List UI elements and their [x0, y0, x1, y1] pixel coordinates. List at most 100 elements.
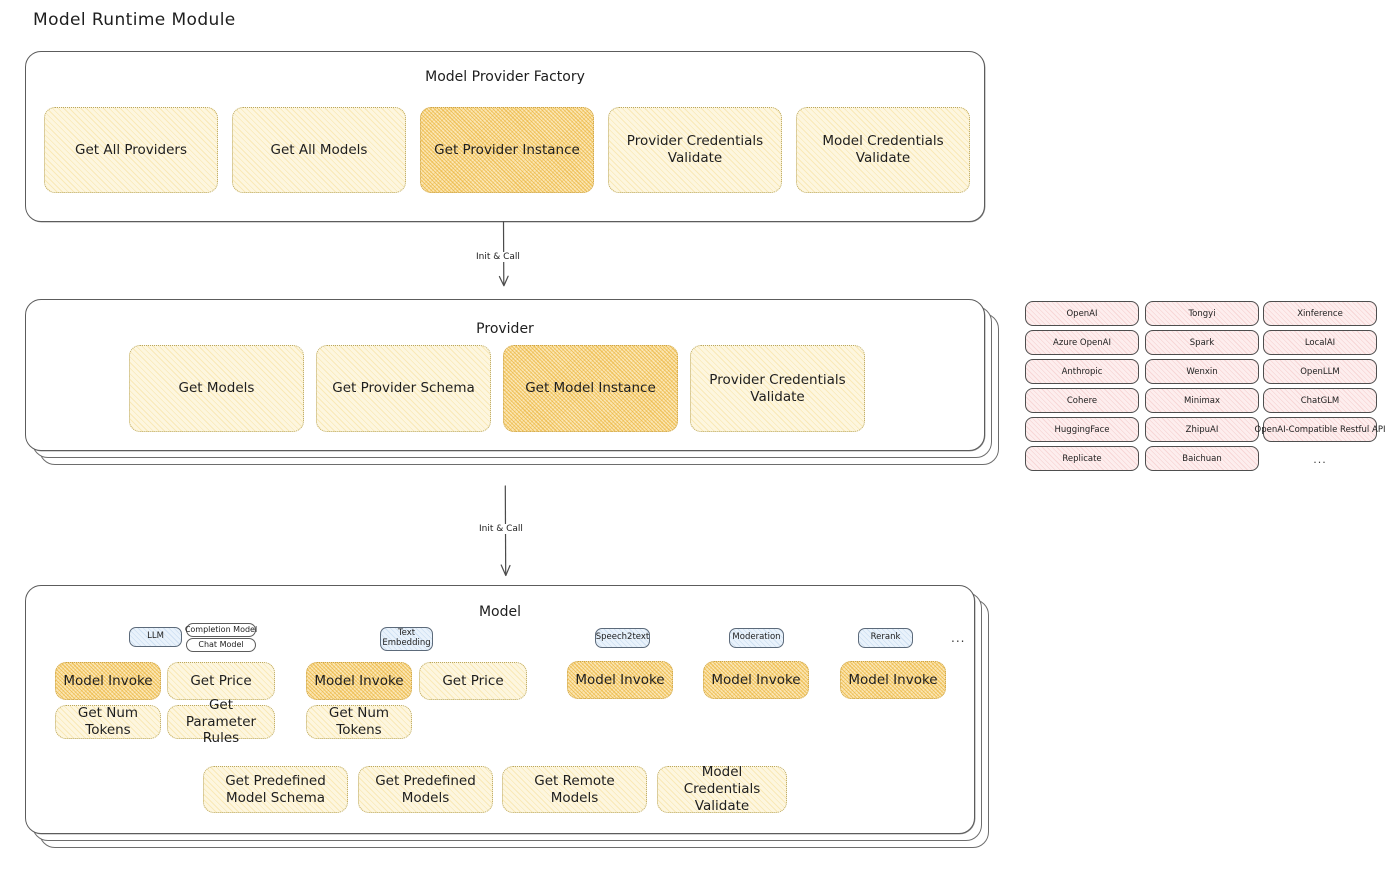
provider-chip-xinference[interactable]: Xinference: [1263, 301, 1377, 326]
chip-label: Cohere: [1066, 395, 1098, 406]
chip-label: ZhipuAI: [1185, 424, 1219, 435]
chip-label: Azure OpenAI: [1053, 337, 1111, 348]
node-get-provider-instance[interactable]: Get Provider Instance: [420, 107, 594, 193]
badge-label: Text Embedding: [382, 628, 431, 648]
provider-chip-wenxin[interactable]: Wenxin: [1145, 359, 1259, 384]
provider-chip-cohere[interactable]: Cohere: [1025, 388, 1139, 413]
node-get-all-providers[interactable]: Get All Providers: [44, 107, 218, 193]
chip-label: Xinference: [1297, 308, 1343, 319]
badge-label: Speech2text: [595, 632, 650, 643]
model-type-badge-llm[interactable]: LLM: [129, 627, 182, 647]
chip-label: LocalAI: [1304, 337, 1336, 348]
chip-label: Spark: [1189, 337, 1215, 348]
node-get-provider-schema[interactable]: Get Provider Schema: [316, 345, 491, 432]
chip-label: Anthropic: [1061, 366, 1103, 377]
page-title: Model Runtime Module: [33, 10, 236, 30]
model-types-ellipsis: ...: [951, 631, 966, 645]
model-type-badge-speech2text[interactable]: Speech2text: [595, 628, 650, 648]
node-label: Model Invoke: [314, 672, 404, 689]
node-label: Model Invoke: [848, 671, 938, 688]
node-get-model-instance[interactable]: Get Model Instance: [503, 345, 678, 432]
badge-label: LLM: [147, 631, 164, 642]
node-label: Model Credentials Validate: [822, 133, 944, 166]
chip-label: Baichuan: [1182, 453, 1222, 464]
node-label: Get All Models: [270, 141, 368, 158]
panel-title-model: Model: [478, 604, 522, 620]
node-llm-get-parameter-rules[interactable]: Get Parameter Rules: [167, 697, 275, 746]
node-label: Provider Credentials Validate: [626, 133, 764, 166]
node-get-all-models[interactable]: Get All Models: [232, 107, 406, 193]
chip-label: Replicate: [1062, 453, 1102, 464]
provider-chip-openai[interactable]: OpenAI: [1025, 301, 1139, 326]
node-label: Get Price: [442, 672, 504, 689]
arrow-label-init-and-call-2: Init & Call: [477, 524, 525, 534]
llm-sub-badge-chat-model[interactable]: Chat Model: [186, 638, 256, 652]
node-label: Get Num Tokens: [77, 705, 139, 738]
node-text-embedding-get-price[interactable]: Get Price: [419, 662, 527, 700]
node-label: Provider Credentials Validate: [709, 371, 846, 405]
node-speech2text-model-invoke[interactable]: Model Invoke: [567, 661, 673, 699]
node-label: Get All Providers: [75, 141, 187, 158]
badge-label: Moderation: [732, 632, 781, 643]
provider-chip-baichuan[interactable]: Baichuan: [1145, 446, 1259, 471]
panel-title-provider: Provider: [476, 321, 534, 337]
provider-chip-huggingface[interactable]: HuggingFace: [1025, 417, 1139, 442]
node-label: Model Invoke: [711, 671, 801, 688]
arrow-label-init-and-call-1: Init & Call: [474, 252, 522, 262]
badge-label: Chat Model: [198, 639, 244, 649]
node-label: Get Models: [178, 380, 255, 397]
node-get-models[interactable]: Get Models: [129, 345, 304, 432]
node-label: Get Model Instance: [525, 380, 656, 397]
provider-chip-spark[interactable]: Spark: [1145, 330, 1259, 355]
node-get-remote-models[interactable]: Get Remote Models: [502, 766, 647, 813]
provider-chip-minimax[interactable]: Minimax: [1145, 388, 1259, 413]
node-rerank-model-invoke[interactable]: Model Invoke: [840, 661, 946, 699]
node-get-predefined-model-schema[interactable]: Get Predefined Model Schema: [203, 766, 348, 813]
provider-chip-replicate[interactable]: Replicate: [1025, 446, 1139, 471]
llm-sub-badge-completion-model[interactable]: Completion Model: [184, 623, 258, 637]
provider-chip-azure-openai[interactable]: Azure OpenAI: [1025, 330, 1139, 355]
node-label: Get Remote Models: [534, 772, 615, 806]
provider-chip-zhipuai[interactable]: ZhipuAI: [1145, 417, 1259, 442]
provider-list-ellipsis: ...: [1313, 453, 1327, 466]
chip-label: Wenxin: [1186, 366, 1218, 377]
node-label: Model Credentials Validate: [683, 764, 761, 814]
node-label: Get Predefined Models: [375, 772, 476, 806]
node-label: Get Predefined Model Schema: [225, 772, 326, 806]
node-text-embedding-get-num-tokens[interactable]: Get Num Tokens: [306, 705, 412, 739]
provider-chip-openllm[interactable]: OpenLLM: [1263, 359, 1377, 384]
chip-label: Tongyi: [1188, 308, 1216, 319]
node-model-credentials-validate[interactable]: Model Credentials Validate: [796, 107, 970, 193]
provider-chip-chatglm[interactable]: ChatGLM: [1263, 388, 1377, 413]
provider-chip-tongyi[interactable]: Tongyi: [1145, 301, 1259, 326]
node-label: Model Invoke: [63, 672, 153, 689]
chip-label: Minimax: [1184, 395, 1220, 406]
provider-chip-openai-compatible-restful-api[interactable]: OpenAI-Compatible Restful API: [1255, 417, 1385, 442]
node-label: Get Price: [190, 672, 252, 689]
node-label: Model Invoke: [575, 671, 665, 688]
model-type-badge-rerank[interactable]: Rerank: [858, 628, 913, 648]
provider-chip-localai[interactable]: LocalAI: [1263, 330, 1377, 355]
model-type-badge-text-embedding[interactable]: Text Embedding: [380, 627, 433, 651]
node-llm-model-invoke[interactable]: Model Invoke: [55, 662, 161, 700]
node-llm-get-num-tokens[interactable]: Get Num Tokens: [55, 705, 161, 739]
model-type-badge-moderation[interactable]: Moderation: [729, 628, 784, 648]
provider-chip-anthropic[interactable]: Anthropic: [1025, 359, 1139, 384]
node-label: Get Parameter Rules: [185, 696, 257, 747]
chip-label: HuggingFace: [1054, 424, 1110, 435]
node-model-credentials-validate-3[interactable]: Model Credentials Validate: [657, 764, 787, 814]
chip-label: OpenAI-Compatible Restful API: [1254, 424, 1386, 435]
node-label: Get Provider Instance: [434, 141, 580, 158]
node-provider-credentials-validate[interactable]: Provider Credentials Validate: [608, 107, 782, 193]
node-text-embedding-model-invoke[interactable]: Model Invoke: [306, 662, 412, 700]
node-provider-credentials-validate-2[interactable]: Provider Credentials Validate: [690, 345, 865, 432]
arrow-provider-to-model: [500, 485, 511, 577]
chip-label: OpenLLM: [1300, 366, 1340, 377]
panel-title-model-provider-factory: Model Provider Factory: [425, 69, 585, 85]
chip-label: ChatGLM: [1300, 395, 1340, 406]
node-get-predefined-models[interactable]: Get Predefined Models: [358, 766, 493, 813]
node-moderation-model-invoke[interactable]: Model Invoke: [703, 661, 809, 699]
badge-label: Completion Model: [184, 624, 258, 634]
node-llm-get-price[interactable]: Get Price: [167, 662, 275, 700]
